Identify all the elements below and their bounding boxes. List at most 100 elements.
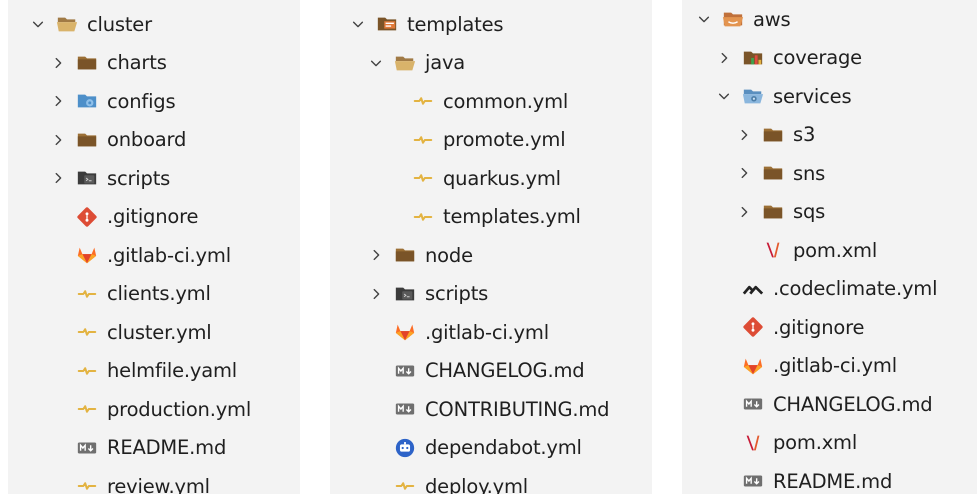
markdown-icon	[392, 396, 418, 422]
yaml-icon	[392, 473, 418, 494]
tree-item-sqs[interactable]: sqs	[682, 193, 977, 231]
chevron-right-icon[interactable]	[734, 202, 754, 222]
tree-item-label: README.md	[107, 436, 227, 459]
tree-item-label: dependabot.yml	[425, 436, 582, 459]
tree-item-charts[interactable]: charts	[8, 44, 300, 82]
chevron-right-icon[interactable]	[366, 245, 386, 265]
tree-item-label: CHANGELOG.md	[773, 392, 933, 416]
config-folder-icon	[74, 88, 100, 114]
tree-item-quarkus-yml[interactable]: quarkus.yml	[330, 159, 652, 197]
chevron-down-icon[interactable]	[28, 14, 48, 34]
tree-item-node[interactable]: node	[330, 236, 652, 274]
tree-item-common-yml[interactable]: common.yml	[330, 82, 652, 120]
tree-item-label: helmfile.yaml	[107, 359, 237, 382]
chevron-right-icon[interactable]	[734, 125, 754, 145]
chevron-down-icon[interactable]	[366, 53, 386, 73]
tree-item-dependabot-yml[interactable]: dependabot.yml	[330, 429, 652, 467]
tree-item-label: s3	[793, 123, 816, 146]
folder-icon	[74, 50, 100, 76]
tree-item-helmfile-yaml[interactable]: helmfile.yaml	[8, 352, 300, 390]
chevron-down-icon[interactable]	[348, 14, 368, 34]
folder-icon	[74, 127, 100, 153]
maven-icon	[740, 430, 766, 456]
tree-item-aws[interactable]: aws	[682, 0, 977, 38]
tree-item-label: pom.xml	[793, 238, 878, 262]
chevron-right-icon[interactable]	[734, 163, 754, 183]
tree-item-templates-yml[interactable]: templates.yml	[330, 198, 652, 236]
tree-item-deploy-yml[interactable]: deploy.yml	[330, 467, 652, 494]
chevron-right-icon[interactable]	[48, 130, 68, 150]
yaml-icon	[74, 281, 100, 307]
chevron-right-icon[interactable]	[48, 168, 68, 188]
dependabot-icon	[392, 435, 418, 461]
tree-item-dot-gitlab-ci-yml[interactable]: .gitlab-ci.yml	[682, 347, 977, 385]
tree-item-services[interactable]: services	[682, 77, 977, 115]
tree-item-cluster-yml[interactable]: cluster.yml	[8, 313, 300, 351]
folder-icon	[392, 242, 418, 268]
tree-item-label: onboard	[107, 128, 187, 151]
tree-item-label: .gitignore	[107, 205, 199, 228]
tree-item-scripts[interactable]: scripts	[8, 159, 300, 197]
yaml-icon	[74, 473, 100, 494]
tree-item-label: README.md	[773, 469, 893, 493]
tree-item-sns[interactable]: sns	[682, 154, 977, 192]
chevron-down-icon[interactable]	[714, 86, 734, 106]
tree-item-contributing-md[interactable]: CONTRIBUTING.md	[330, 390, 652, 428]
tree-item-java[interactable]: java	[330, 44, 652, 82]
tree-item-label: services	[773, 84, 852, 108]
tree-item-cluster[interactable]: cluster	[8, 5, 300, 43]
markdown-icon	[740, 468, 766, 494]
yaml-icon	[74, 358, 100, 384]
chevron-right-icon[interactable]	[48, 91, 68, 111]
tree-item-label: charts	[107, 51, 167, 74]
tree-item-label: promote.yml	[443, 128, 566, 151]
tree-item-label: common.yml	[443, 89, 569, 113]
tree-item-coverage[interactable]: coverage	[682, 39, 977, 77]
tree-item-label: scripts	[425, 282, 489, 305]
chevron-right-icon[interactable]	[48, 53, 68, 73]
tree-item-changelog-md[interactable]: CHANGELOG.md	[330, 352, 652, 390]
folder-icon	[760, 122, 786, 148]
tree-item-promote-yml[interactable]: promote.yml	[330, 121, 652, 159]
panel-templates: templates java common.yml promote.yml quarku…	[330, 0, 652, 494]
tree-item-scripts[interactable]: scripts	[330, 275, 652, 313]
tree-item-label: review.yml	[107, 474, 210, 495]
chevron-right-icon[interactable]	[714, 48, 734, 68]
tree-item-dot-gitlab-ci-yml[interactable]: .gitlab-ci.yml	[330, 313, 652, 351]
tree-item-dot-gitlab-ci-yml[interactable]: .gitlab-ci.yml	[8, 236, 300, 274]
tree-item-dot-gitignore[interactable]: .gitignore	[8, 198, 300, 236]
tree-item-label: templates	[407, 12, 504, 36]
yaml-icon	[410, 127, 436, 153]
tree-item-templates[interactable]: templates	[330, 5, 652, 43]
tree-item-changelog-md[interactable]: CHANGELOG.md	[682, 385, 977, 423]
folder-open-icon	[392, 50, 418, 76]
chevron-down-icon[interactable]	[694, 9, 714, 29]
tree-item-dot-gitignore[interactable]: .gitignore	[682, 308, 977, 346]
tree-item-label: .gitlab-ci.yml	[107, 243, 231, 267]
tree-item-review-yml[interactable]: review.yml	[8, 467, 300, 494]
tree-item-pom-xml[interactable]: pom.xml	[682, 231, 977, 269]
tree-item-configs[interactable]: configs	[8, 82, 300, 120]
maven-icon	[760, 237, 786, 263]
tree-item-label: deploy.yml	[425, 474, 529, 495]
tree-item-label: clients.yml	[107, 282, 211, 305]
folder-open-icon	[54, 11, 80, 37]
tree-item-label: quarkus.yml	[443, 166, 561, 190]
tree-item-onboard[interactable]: onboard	[8, 121, 300, 159]
tree-item-readme-md[interactable]: README.md	[682, 462, 977, 494]
tree-item-label: .gitlab-ci.yml	[773, 354, 897, 377]
tree-item-production-yml[interactable]: production.yml	[8, 390, 300, 428]
tree-item-pom-xml[interactable]: pom.xml	[682, 424, 977, 462]
tree-item-label: node	[425, 243, 473, 267]
tree-item-label: .codeclimate.yml	[773, 277, 938, 300]
yaml-icon	[410, 204, 436, 230]
tree-item-clients-yml[interactable]: clients.yml	[8, 275, 300, 313]
tree-item-readme-md[interactable]: README.md	[8, 429, 300, 467]
tree-item-label: sqs	[793, 200, 826, 223]
chevron-right-icon[interactable]	[366, 284, 386, 304]
tree-item-label: cluster.yml	[107, 320, 212, 344]
tree-item-label: production.yml	[107, 397, 252, 421]
tree-item-dot-codeclimate-yml[interactable]: .codeclimate.yml	[682, 270, 977, 308]
templates-folder-icon	[374, 11, 400, 37]
tree-item-s3[interactable]: s3	[682, 116, 977, 154]
